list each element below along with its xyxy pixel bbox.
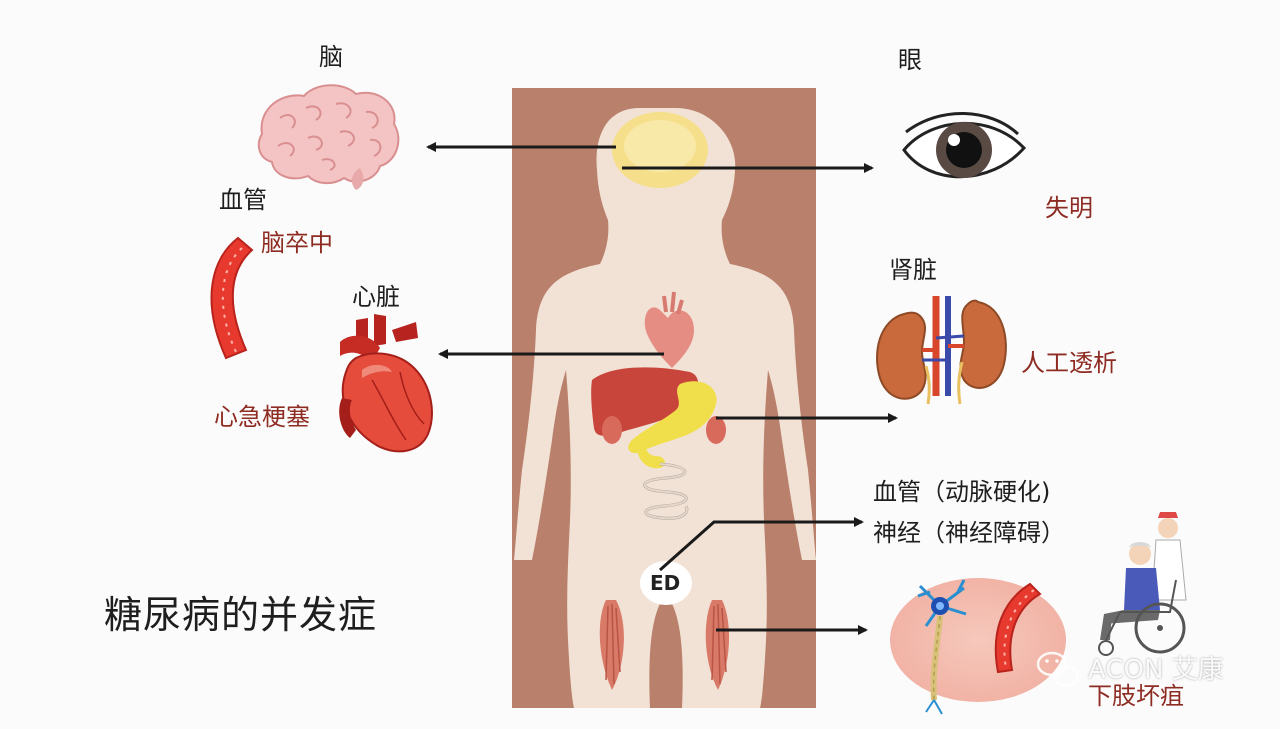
wheelchair-icon <box>1098 512 1187 656</box>
eye-icon <box>902 112 1027 179</box>
body-panel <box>512 88 816 708</box>
label-kidney: 肾脏 <box>889 256 937 284</box>
label-heart: 心脏 <box>352 283 400 311</box>
complication-blindness: 失明 <box>1045 194 1093 222</box>
brain-icon <box>257 84 400 190</box>
label-ed: ED <box>650 571 681 595</box>
neuron-icon <box>890 578 1066 715</box>
watermark: ACON 艾康 <box>1088 655 1224 685</box>
blood-vessel-icon <box>210 236 254 360</box>
blood-vessel-icon-2 <box>994 582 1042 674</box>
label-eye: 眼 <box>898 46 922 74</box>
body-heart <box>644 307 694 368</box>
label-vessel: 血管 <box>219 186 267 214</box>
body-stomach <box>628 381 717 454</box>
complication-stroke: 脑卒中 <box>261 229 333 257</box>
label-brain: 脑 <box>319 43 343 71</box>
page-title: 糖尿病的并发症 <box>104 593 378 637</box>
label-nerve-disorder: 神经（神经障碍） <box>873 519 1065 547</box>
complication-gangrene: 下肢坏疽 <box>1088 682 1184 710</box>
heart-icon <box>339 314 433 453</box>
arrows <box>426 142 898 635</box>
kidney-icon <box>876 296 1007 405</box>
body-kidney-right <box>706 416 726 444</box>
body-liver <box>591 367 699 436</box>
body-kidney-left <box>602 416 622 444</box>
complication-dialysis: 人工透析 <box>1021 349 1117 377</box>
wechat-icon <box>1036 651 1080 687</box>
arrow-to-nerve <box>659 517 864 572</box>
complication-mi: 心急梗塞 <box>214 403 310 431</box>
label-vessel-arteriosclerosis: 血管（动脉硬化) <box>873 478 1051 506</box>
ed-circle <box>640 561 692 605</box>
